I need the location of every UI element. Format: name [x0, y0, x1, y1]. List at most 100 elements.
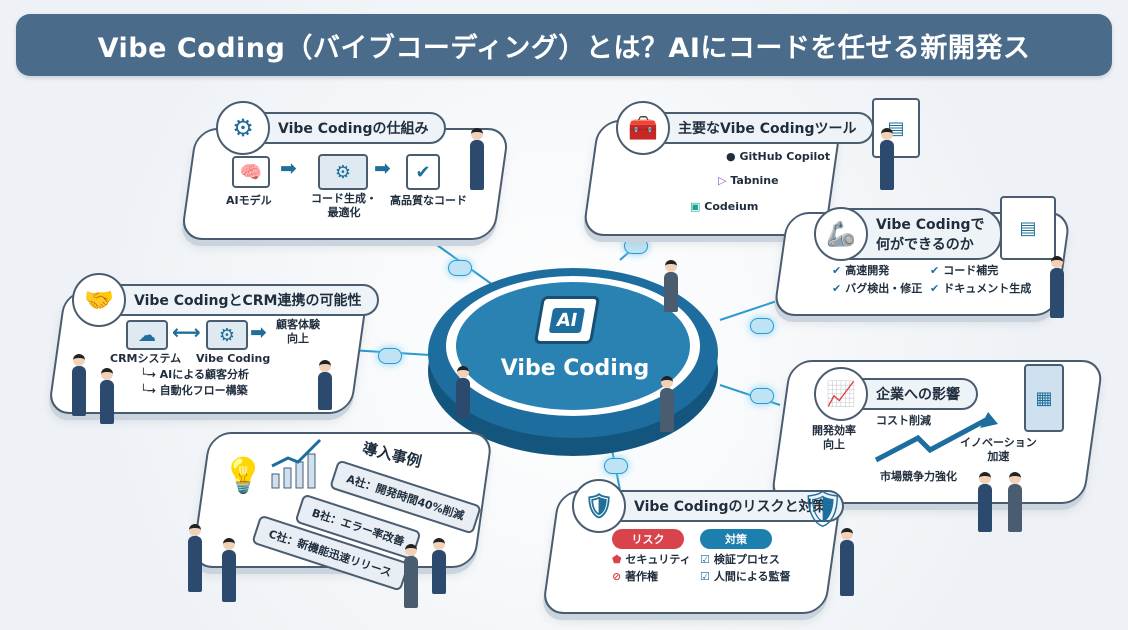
growth-arrow-icon	[874, 412, 998, 463]
check-circle-icon: ✔	[930, 282, 940, 295]
mechanism-step: AIモデル	[226, 194, 272, 207]
cloud-icon: ☁	[126, 320, 168, 350]
ai-chip-icon: AI	[533, 296, 601, 344]
risk-item: ⊘ 著作権	[612, 570, 691, 584]
person-figure	[1050, 256, 1064, 318]
crm-left-label: CRMシステム	[110, 352, 182, 365]
tools-heading: 🧰 主要なVibe Codingツール	[616, 101, 875, 155]
check-circle-icon: ✔	[930, 264, 940, 277]
measure-column: 対策 ☑検証プロセス ☑人間による監督	[700, 528, 791, 584]
person-figure	[432, 538, 446, 594]
measure-item: ☑人間による監督	[700, 570, 791, 584]
person-figure	[404, 544, 418, 608]
title-banner: Vibe Coding（バイブコーディング）とは？AIにコードを任せる新開発ス	[16, 14, 1112, 76]
mechanism-heading-text: Vibe Codingの仕組み	[278, 121, 429, 137]
measure-item-label: 検証プロセス	[713, 553, 780, 566]
person-figure	[660, 376, 674, 432]
shield-lock-icon: 🛡	[572, 479, 626, 533]
mechanism-step: コード生成・ 最適化	[311, 192, 377, 219]
connector-node	[448, 260, 472, 276]
risks-heading-text: Vibe Codingのリスクと対策	[634, 499, 827, 515]
tool-name: Tabnine	[730, 174, 779, 187]
connector-node	[604, 458, 628, 474]
person-figure	[188, 524, 202, 592]
measure-item: ☑検証プロセス	[700, 553, 791, 567]
bar-growth-icon	[271, 438, 322, 489]
office-building-icon: ▦	[1024, 364, 1064, 432]
page-title: Vibe Coding（バイブコーディング）とは？AIにコードを任せる新開発ス	[97, 32, 1031, 64]
growth-chart-icon: 📈	[814, 367, 868, 421]
capabilities-heading: 🦾 Vibe Codingで 何ができるのか	[814, 207, 1003, 261]
capability-item: ✔バグ検出・修正	[832, 282, 922, 296]
crm-right-line: 向上	[287, 332, 309, 345]
codeium-icon: ▣	[690, 200, 701, 213]
double-arrow-icon: ⟷	[172, 320, 201, 344]
chip-label: AI	[548, 307, 586, 333]
checkbox-icon: ☑	[700, 553, 710, 566]
risk-item-label: セキュリティ	[625, 553, 691, 566]
impact-label: イノベーション 加速	[960, 436, 1037, 463]
connector-node	[624, 238, 648, 254]
impact-label: 開発効率 向上	[812, 424, 856, 451]
crm-middle-label: Vibe Coding	[196, 352, 271, 365]
person-figure	[840, 528, 854, 596]
person-figure	[1008, 472, 1022, 532]
person-figure	[318, 360, 332, 410]
person-figure	[664, 260, 678, 312]
robot-arm-icon: 🦾	[814, 207, 868, 261]
capability-label: 高速開発	[845, 264, 890, 277]
tabnine-icon: ▷	[718, 174, 727, 187]
risk-tag: リスク	[612, 529, 684, 549]
person-figure	[880, 128, 894, 190]
tool-item: ▣ Codeium	[690, 200, 758, 214]
arrow-icon: ➡	[280, 156, 297, 180]
arrow-icon: ➡	[374, 156, 391, 180]
github-icon: ●	[726, 150, 736, 163]
code-gen-icon: ⚙	[206, 320, 248, 350]
mechanism-heading: ⚙ Vibe Codingの仕組み	[216, 101, 447, 155]
tool-item: ▷ Tabnine	[718, 174, 779, 188]
impact-label: 市場競争力強化	[880, 470, 957, 483]
shield-magnifier-icon: 🛡	[800, 489, 846, 530]
brain-icon: 🧠	[232, 156, 270, 188]
checkbox-icon: ☑	[700, 570, 710, 583]
risk-column: リスク ⬟ セキュリティ ⊘ 著作権	[612, 528, 691, 584]
arrow-icon: ➡	[250, 320, 267, 344]
capability-label: コード補完	[943, 264, 999, 277]
crm-subitem: └→ 自動化フロー構築	[140, 384, 248, 397]
connector-node	[750, 388, 774, 404]
person-figure	[456, 366, 470, 418]
crm-subitem-label: AIによる顧客分析	[159, 368, 249, 381]
capability-item: ✔コード補完	[930, 264, 998, 278]
lightbulb-icon: 💡	[222, 456, 265, 496]
crm-right-label: 顧客体験向上	[276, 318, 320, 346]
risks-heading: 🛡 Vibe Codingのリスクと対策	[572, 479, 845, 533]
capability-label: バグ検出・修正	[845, 282, 923, 295]
person-figure	[222, 538, 236, 602]
shield-warning-icon: ⬟	[612, 553, 622, 566]
check-circle-icon: ✔	[832, 264, 842, 277]
capability-item: ✔ドキュメント生成	[930, 282, 1031, 296]
center-label: Vibe Coding	[500, 356, 650, 381]
handshake-icon: 🤝	[72, 273, 126, 327]
check-circle-icon: ✔	[832, 282, 842, 295]
impact-heading-text: 企業への影響	[876, 387, 960, 403]
person-figure	[72, 354, 86, 416]
toolbox-icon: 🧰	[616, 101, 670, 155]
crm-right-line: 顧客体験	[276, 318, 320, 331]
crm-heading-text: Vibe CodingとCRM連携の可能性	[134, 293, 362, 309]
tool-name: GitHub Copilot	[739, 150, 831, 163]
gear-icon: ⚙	[216, 101, 270, 155]
capabilities-heading-line: Vibe Codingで	[876, 217, 985, 233]
prohibited-icon: ⊘	[612, 570, 622, 583]
measure-tag: 対策	[700, 529, 772, 549]
tool-name: Codeium	[704, 200, 759, 213]
risk-item-label: 著作権	[625, 570, 659, 583]
impact-heading: 📈 企業への影響	[814, 367, 978, 421]
measure-item-label: 人間による監督	[713, 570, 791, 583]
tools-heading-text: 主要なVibe Codingツール	[678, 121, 857, 137]
connector-node	[378, 348, 402, 364]
impact-label: コスト削減	[876, 414, 931, 427]
person-figure	[100, 368, 114, 424]
capability-label: ドキュメント生成	[943, 282, 1032, 295]
